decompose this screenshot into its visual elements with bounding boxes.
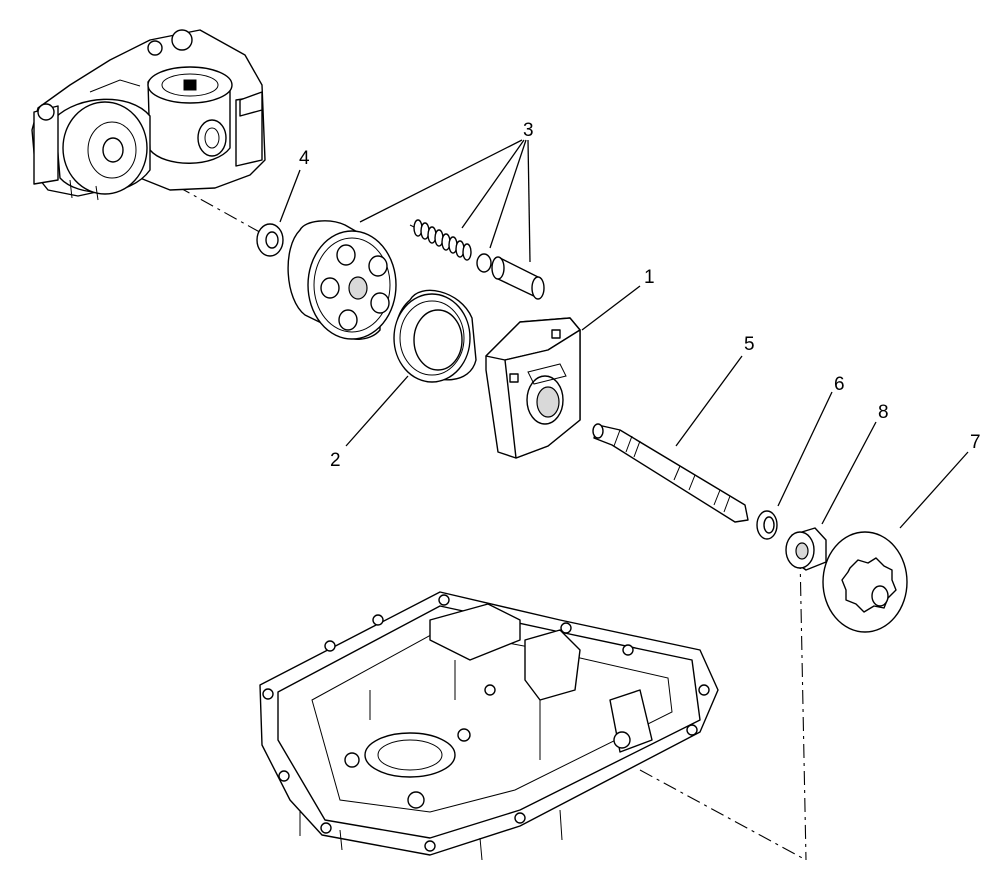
callout-3: 3	[523, 120, 534, 141]
callout-7: 7	[970, 432, 981, 453]
callout-1: 1	[644, 267, 655, 288]
pump-housing	[31, 29, 266, 201]
part-8-bearing	[785, 527, 827, 571]
callout-4: 4	[299, 148, 310, 169]
callout-8: 8	[878, 402, 889, 423]
part-6-snap-ring	[756, 510, 778, 540]
part-1-carrier	[485, 317, 581, 459]
part-3-spring-assembly	[409, 219, 545, 300]
callout-2: 2	[330, 450, 341, 471]
part-2-bearing-race	[393, 289, 477, 383]
callout-5: 5	[744, 334, 755, 355]
part-7-gear	[822, 531, 908, 633]
part-5-shaft	[592, 423, 749, 523]
callout-6: 6	[834, 374, 845, 395]
leader-lines	[279, 139, 969, 529]
cylinder-block	[287, 220, 397, 340]
callout-labels: 1 2 3 4 5 6 7 8	[299, 120, 981, 471]
center-axis-lines	[129, 159, 807, 861]
transmission-case	[259, 591, 719, 861]
part-4-washer	[256, 223, 284, 257]
